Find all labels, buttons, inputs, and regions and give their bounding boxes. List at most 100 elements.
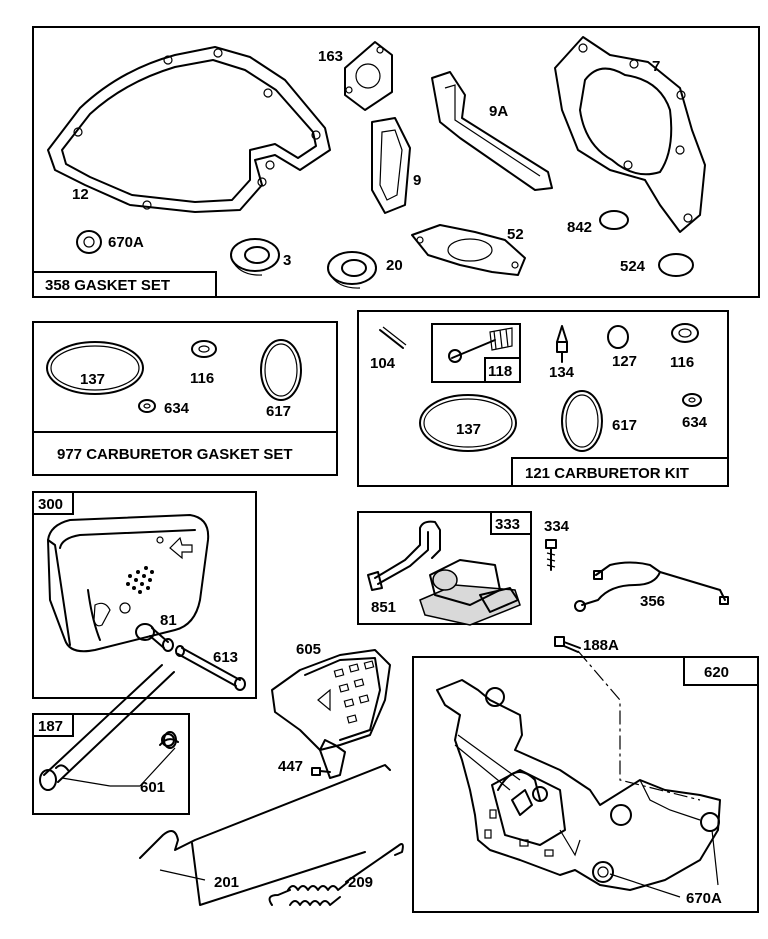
part-label-617-carb: 617 [266, 403, 291, 420]
subkit-118-box [431, 323, 521, 383]
armature-border [357, 511, 532, 625]
armature-tag-box [490, 511, 532, 535]
seal-670a [76, 230, 102, 254]
o-ring-137-kit [419, 394, 517, 452]
breather-tube-tag-box [32, 713, 74, 737]
gasket-set-panel: 358 GASKET SET 12 163 9 9A [32, 26, 760, 298]
part-label-163: 163 [318, 48, 343, 65]
part-label-605: 605 [296, 641, 321, 658]
screw-447 [311, 767, 331, 776]
breather-tube [39, 664, 179, 791]
muffler-tag: 300 [38, 496, 63, 513]
o-ring-137 [46, 341, 144, 395]
part-label-201: 201 [214, 874, 239, 891]
part-label-116-kit: 116 [670, 354, 694, 371]
subkit-118-label: 118 [488, 363, 512, 380]
governor-rod-201 [139, 764, 391, 906]
part-label-851: 851 [371, 599, 396, 616]
pin-104 [379, 329, 404, 349]
plug-127 [607, 325, 629, 349]
part-label-7: 7 [652, 58, 660, 75]
part-label-617-kit: 617 [612, 417, 637, 434]
part-label-188a: 188A [583, 637, 619, 654]
washer-116-kit [671, 323, 699, 343]
gasket-9a [431, 71, 553, 191]
gasket-9 [371, 117, 411, 214]
part-label-334: 334 [544, 518, 570, 535]
carb-gasket-set-border [32, 321, 338, 476]
gasket-set-border [32, 26, 760, 298]
seal-842 [599, 210, 629, 230]
head-gasket-7 [554, 36, 706, 233]
control-bracket-panel: 620 670A [412, 656, 759, 913]
seal-524 [658, 253, 694, 277]
muffler-panel: 300 81 613 [32, 491, 257, 699]
part-label-116-carb: 116 [190, 370, 214, 387]
part-label-356: 356 [640, 593, 665, 610]
gasket-set-title: 358 GASKET SET [45, 277, 170, 294]
part-label-209: 209 [348, 874, 373, 891]
part-label-613: 613 [213, 649, 238, 666]
part-label-104: 104 [370, 355, 396, 372]
control-bracket-tag-box [683, 656, 759, 686]
part-label-670a-bracket: 670A [686, 890, 722, 907]
air-guide-605 [271, 649, 391, 779]
control-bracket [436, 679, 721, 891]
control-bracket-border [412, 656, 759, 913]
gasket-617 [260, 339, 302, 401]
ground-wire-356 [574, 561, 729, 612]
part-label-842: 842 [567, 219, 592, 236]
needle-screw [451, 339, 496, 359]
carb-kit-panel: 121 CARBURETOR KIT 104 118 134 127 116 1… [357, 310, 729, 487]
bolt-613 [175, 645, 246, 691]
muffler-border [32, 491, 257, 699]
breather-tube-tag: 187 [38, 718, 63, 735]
part-label-20: 20 [386, 257, 403, 274]
seal-3 [230, 238, 280, 276]
part-label-52: 52 [507, 226, 524, 243]
gasket-set-title-box [32, 271, 217, 298]
carb-kit-title-box [511, 457, 729, 487]
screw-334 [545, 539, 557, 571]
washer-634-kit [682, 393, 702, 407]
washer-634 [138, 399, 156, 413]
muffler-tag-box [32, 491, 74, 515]
part-label-634-kit: 634 [682, 414, 708, 431]
breather-tube-border [32, 713, 190, 815]
part-label-670a-top: 670A [108, 234, 144, 251]
breather-tube-panel: 187 601 [32, 664, 190, 815]
screw-188a [554, 636, 581, 653]
washer-116 [191, 340, 217, 358]
crankcase-gasket [47, 46, 331, 213]
control-bracket-tag: 620 [704, 664, 729, 681]
ignition-armature [367, 520, 521, 626]
gasket-163 [344, 41, 393, 111]
part-label-601: 601 [140, 779, 165, 796]
carb-kit-title: 121 CARBURETOR KIT [525, 465, 689, 482]
armature-tag: 333 [495, 516, 520, 533]
part-label-524: 524 [620, 258, 646, 275]
governor-spring-209 [268, 843, 404, 906]
part-label-137-carb: 137 [80, 371, 105, 388]
part-label-12: 12 [72, 186, 89, 203]
part-label-9: 9 [413, 172, 421, 189]
seal-20 [327, 251, 377, 289]
part-label-134: 134 [549, 364, 575, 381]
needle-134 [556, 325, 568, 363]
gasket-617-kit [561, 390, 603, 452]
muffler [47, 514, 210, 653]
part-label-81: 81 [160, 612, 177, 629]
part-label-634-carb: 634 [164, 400, 190, 417]
part-label-137-kit: 137 [456, 421, 481, 438]
part-label-3: 3 [283, 252, 291, 269]
part-label-9a: 9A [489, 103, 508, 120]
gasket-52 [411, 224, 526, 276]
part-label-127: 127 [612, 353, 637, 370]
part-label-447: 447 [278, 758, 303, 775]
carb-gasket-set-title: 977 CARBURETOR GASKET SET [57, 446, 293, 463]
subkit-118-tag [484, 357, 521, 383]
armature-panel: 333 851 [357, 511, 532, 626]
carb-gasket-set-panel: 977 CARBURETOR GASKET SET 137 116 634 61… [32, 321, 338, 476]
screw-81 [135, 623, 174, 652]
